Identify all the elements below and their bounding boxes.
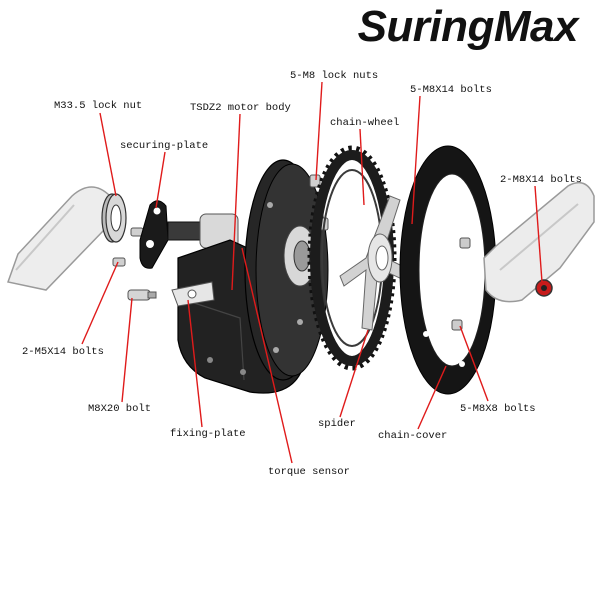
label-fixing-plate: fixing-plate (170, 428, 246, 440)
label-m8x8-bolts: 5-M8X8 bolts (460, 403, 536, 415)
leader-chain-wheel (359, 128, 365, 206)
label-m8x14-bolts-top: 5-M8X14 bolts (410, 84, 492, 96)
m33-lock-nut (101, 193, 127, 243)
fixing-plate (171, 281, 215, 307)
chain-cover (399, 145, 497, 395)
leader-lines (81, 81, 543, 464)
leader-fixing-plate (187, 299, 203, 428)
leader-motor-body (231, 113, 241, 291)
label-m33-lock-nut: M33.5 lock nut (54, 100, 143, 112)
brand-logo: SuringMax (357, 2, 579, 51)
label-securing-plate: securing-plate (120, 140, 209, 152)
label-chain-cover: chain-cover (378, 430, 448, 442)
leader-m8x20-bolt (121, 297, 133, 403)
m8x8-bolts (451, 237, 471, 331)
label-2-m8x14-bolts: 2-M8X14 bolts (500, 174, 582, 186)
leader-2-m8x14-bolts (534, 185, 543, 283)
leader-m5x14-bolts (81, 261, 119, 345)
label-m5x14-bolts: 2-M5X14 bolts (22, 346, 104, 358)
label-spider: spider (318, 418, 356, 430)
leader-m8-lock-nuts (315, 81, 323, 181)
motor-body (177, 159, 329, 394)
label-m8x20-bolt: M8X20 bolt (88, 403, 152, 415)
label-m8-lock-nuts: 5-M8 lock nuts (290, 70, 379, 82)
label-chain-wheel: chain-wheel (330, 117, 400, 129)
left-crank-arm (7, 186, 116, 291)
label-torque-sensor: torque sensor (268, 466, 350, 478)
leader-spider (339, 329, 369, 418)
label-motor-body: TSDZ2 motor body (190, 102, 291, 114)
motor-shaft (167, 213, 239, 249)
leader-m33-lock-nut (99, 112, 117, 197)
leader-torque-sensor (241, 247, 293, 464)
securing-plate (139, 200, 169, 269)
leader-securing-plate (155, 151, 166, 209)
leader-m8x14-bolts (411, 95, 421, 225)
leader-chain-cover (417, 365, 447, 430)
leader-m8x8-bolts (459, 325, 489, 402)
